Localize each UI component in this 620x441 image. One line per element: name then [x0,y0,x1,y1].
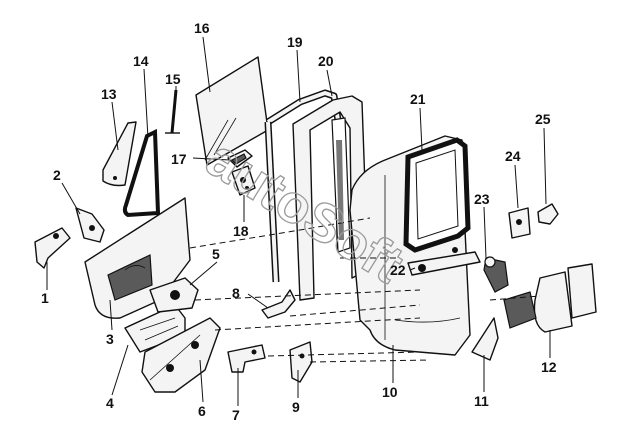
callout-3: 3 [106,331,114,347]
part-23-lock-cylinder [483,256,509,293]
callout-7: 7 [232,407,240,423]
callout-1: 1 [41,290,49,306]
part-24-striker [508,207,531,239]
callout-23: 23 [474,191,490,207]
callout-2: 2 [53,167,61,183]
part-5-regulator [149,277,199,313]
part-7-bracket [227,344,266,373]
part-6-lock-assembly [141,317,221,393]
callout-4: 4 [106,395,114,411]
part-8-bracket [261,289,296,319]
part-12-mirror [503,263,597,333]
callout-11: 11 [474,393,489,409]
callout-17: 17 [171,151,187,167]
part-22-outer-handle [407,251,481,276]
callout-16: 16 [194,20,210,36]
part-2-hinge-bracket [75,207,105,243]
part-13-vent-glass [102,121,137,187]
part-17-clip [227,149,253,168]
callout-24: 24 [505,148,521,164]
part-1-hinge [34,227,71,269]
assembly-dashed-lines [189,217,541,363]
callout-20: 20 [318,53,334,69]
callout-21: 21 [410,91,426,107]
callout-5: 5 [212,246,220,262]
part-15-rod [165,89,180,134]
callout-numbers: 1 2 3 4 5 6 7 8 9 10 11 12 13 14 15 16 1… [41,20,557,423]
callout-6: 6 [198,403,206,419]
part-11-corner-cover [471,317,499,361]
callout-14: 14 [133,53,149,69]
part-18-bracket [231,165,256,196]
callout-9: 9 [292,399,300,415]
callout-13: 13 [101,86,117,102]
callout-18: 18 [233,223,249,239]
part-21-door-glass [403,137,471,253]
part-25-plug [537,203,559,225]
callout-19: 19 [287,34,303,50]
callout-22: 22 [390,262,406,278]
callout-12: 12 [541,359,557,375]
leader-lines [46,36,551,406]
callout-10: 10 [382,384,398,400]
callout-8: 8 [232,285,240,301]
part-14-vent-frame [122,128,161,218]
callout-15: 15 [165,71,181,87]
callout-25: 25 [535,111,551,127]
part-9-bracket [289,341,313,383]
